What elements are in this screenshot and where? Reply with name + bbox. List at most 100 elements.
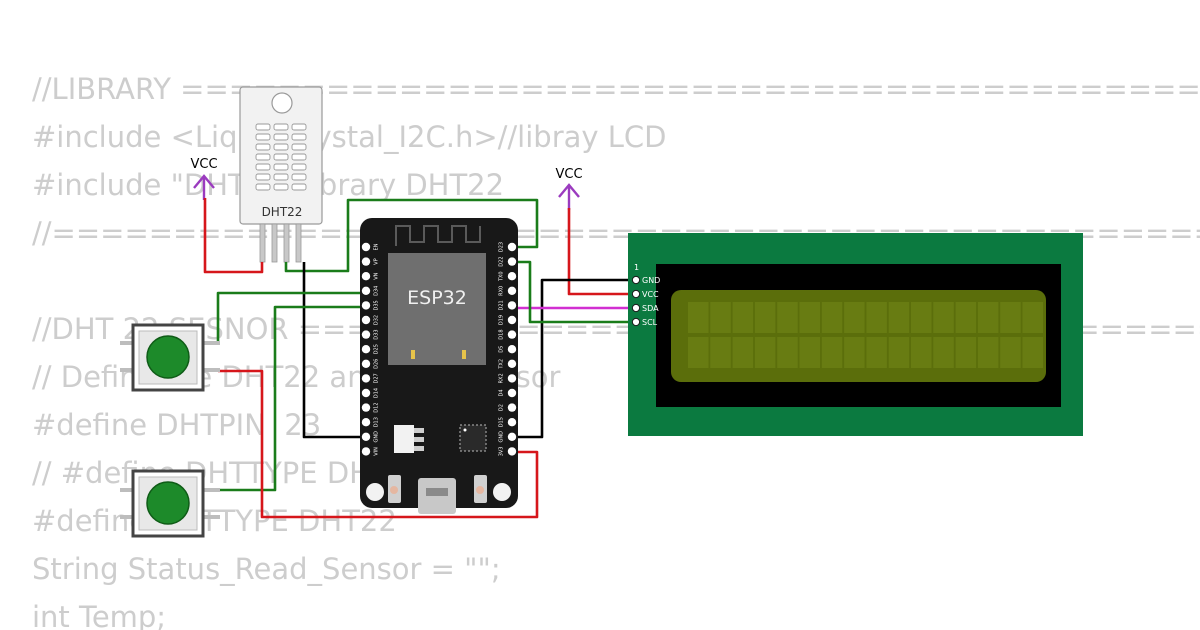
wire-button1-signal[interactable] (216, 291, 366, 341)
lcd-pin-number: 1 (634, 263, 639, 272)
esp32-pin-label: D23 (499, 242, 505, 252)
esp32-pin-label: D26 (374, 359, 380, 369)
esp32-pin-left[interactable] (361, 286, 371, 295)
dht22-grille-slot (255, 163, 271, 171)
lcd-char-cell (754, 337, 776, 368)
lcd-char-cell (799, 302, 820, 333)
lcd-pin-vcc[interactable] (631, 289, 641, 299)
wire-lcd-scl[interactable] (513, 260, 634, 324)
lcd-char-cell (955, 302, 977, 333)
vcc-left-label: VCC (190, 157, 217, 172)
lcd-pin-label: SDA (642, 304, 659, 313)
esp32-pin-right[interactable] (507, 242, 517, 252)
esp32-pin-label: VN (374, 272, 380, 279)
esp32-pin-left[interactable] (361, 242, 371, 252)
esp32-pin-right[interactable] (507, 286, 517, 295)
esp32-pin-label: D12 (374, 402, 380, 412)
esp32-pin-right[interactable] (507, 345, 517, 354)
lcd-char-cell (977, 337, 999, 368)
push-button-1[interactable] (120, 323, 220, 392)
lcd-pin-sda[interactable] (631, 303, 641, 313)
esp32-module (388, 253, 486, 365)
esp32-pin-left[interactable] (361, 403, 371, 412)
wire-buttons-3v3[interactable] (218, 369, 539, 519)
lcd-char-cell (933, 337, 954, 368)
dht22-mount-hole (271, 92, 293, 114)
esp32-pin-left[interactable] (361, 418, 371, 427)
code-line: #define DHTPIN 23 (32, 408, 322, 442)
lcd-char-cell (710, 302, 731, 333)
lcd-char-cell (732, 337, 754, 368)
lcd-char-cell (821, 302, 843, 333)
wire-lcd-vcc[interactable] (567, 208, 634, 296)
esp32-pin-label: D22 (499, 256, 505, 266)
lcd-pin-scl[interactable] (631, 317, 641, 327)
boot-button[interactable] (493, 483, 511, 501)
wire-button2-signal[interactable] (218, 305, 366, 492)
esp32-pin-right[interactable] (507, 447, 517, 456)
esp32-pin-left[interactable] (361, 374, 371, 383)
wires (203, 198, 634, 519)
esp32-pin-left[interactable] (361, 301, 371, 310)
lcd-char-cell (911, 302, 932, 333)
en-button[interactable] (366, 483, 384, 501)
esp32-pin-right[interactable] (507, 359, 517, 368)
lcd-char-cell (1022, 302, 1043, 333)
code-line: #include "DHT.h"//library DHT22 (32, 168, 505, 202)
esp32-pin-left[interactable] (361, 359, 371, 368)
esp32-pin-label: D27 (374, 373, 380, 383)
esp32-pin-right[interactable] (507, 257, 517, 266)
esp32-pin-label: TX2 (499, 359, 505, 370)
dht22-grille-slot (255, 153, 271, 161)
esp32-pin-label: RX0 (499, 286, 505, 296)
esp32-pin-left[interactable] (361, 432, 371, 441)
esp32-bottom-parts (366, 475, 511, 514)
esp32-pin-left[interactable] (361, 345, 371, 354)
vcc-right-symbol: VCC (555, 167, 583, 210)
dht22-grille-slot (255, 183, 271, 191)
dht22-grille-slot (291, 173, 307, 181)
lcd-char-cell (911, 337, 932, 368)
wire-dht-vcc[interactable] (203, 198, 264, 274)
esp32-pin-left[interactable] (361, 330, 371, 339)
esp32-pin-right[interactable] (507, 374, 517, 383)
dht22-pins (259, 223, 302, 263)
esp32-pin-right[interactable] (507, 315, 517, 325)
esp32-pin-left[interactable] (361, 388, 371, 398)
lcd-char-cell (955, 337, 977, 368)
esp32-pin-left[interactable] (361, 257, 371, 266)
lcd-char-cell (710, 337, 731, 368)
esp32-pin-right[interactable] (507, 388, 517, 398)
esp32-pin-right[interactable] (507, 301, 517, 310)
esp32-pin-label: D25 (374, 344, 380, 354)
push-button-2[interactable] (120, 469, 220, 538)
esp32-pin-right[interactable] (507, 330, 517, 339)
esp32-pin-left[interactable] (361, 447, 371, 456)
lcd-char-cell (688, 337, 709, 368)
wire-lcd-gnd[interactable] (513, 278, 634, 439)
vcc-left-symbol: VCC (190, 157, 218, 200)
lcd-pin-gnd[interactable] (631, 275, 641, 285)
lcd-char-cell (1000, 302, 1021, 333)
dht22-sensor[interactable]: DHT22 (239, 86, 323, 263)
esp32-pin-right[interactable] (507, 418, 517, 427)
wire-dht-gnd[interactable] (302, 262, 366, 439)
esp32-pin-right[interactable] (507, 272, 517, 281)
lcd-pin-label: SCL (642, 318, 658, 327)
vcc-right-label: VCC (555, 167, 582, 182)
esp32-pin-label: D19 (499, 315, 505, 325)
lcd-pin-label: GND (642, 276, 660, 285)
esp32-pin-right[interactable] (507, 432, 517, 441)
esp32-pin-right[interactable] (507, 403, 517, 412)
dht22-grille-slot (291, 133, 307, 141)
esp32-pin-left[interactable] (361, 272, 371, 281)
esp32-pin-left[interactable] (361, 315, 371, 325)
lcd-char-cell (844, 337, 865, 368)
esp32-pin-label: TX0 (499, 271, 505, 282)
dht22-label: DHT22 (262, 205, 303, 219)
dht22-grille-slot (255, 143, 271, 151)
wire-dht-data[interactable] (284, 198, 539, 273)
